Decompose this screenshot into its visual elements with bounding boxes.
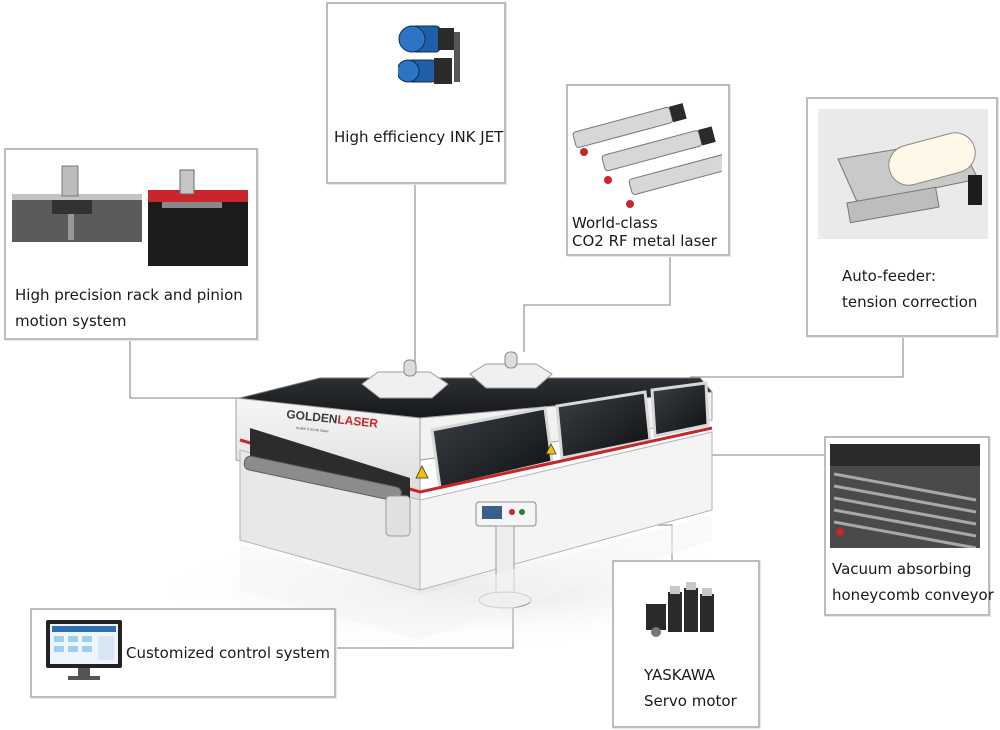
dome-right — [469, 363, 553, 389]
laser-line1: World-class — [572, 214, 658, 232]
callout-control-system: Customized control system — [30, 608, 336, 698]
feed-roller — [243, 455, 402, 502]
brand-accent: LASER — [337, 412, 379, 430]
control-line1: Customized control system — [126, 644, 331, 662]
rack-pinion-line1: High precision rack and pinion — [15, 286, 243, 304]
servo-motors-photo — [646, 582, 714, 637]
duct-right — [504, 351, 518, 369]
connector-rack — [129, 338, 240, 399]
connector-feeder — [690, 333, 904, 378]
servo-line2: Servo motor — [644, 692, 737, 710]
control-screen — [482, 506, 502, 519]
callout-auto-feeder: Auto-feeder: tension correction — [806, 97, 998, 337]
warning-sign-2 — [545, 443, 557, 455]
connector-laser — [523, 255, 671, 352]
brand-tagline: make it more laser — [296, 425, 330, 433]
machine-lower-front — [419, 431, 713, 591]
monitor-icon — [46, 620, 122, 680]
dome-left — [361, 371, 449, 399]
laser-line2: CO2 RF metal laser — [572, 232, 717, 250]
brand-name: GOLDEN — [286, 407, 339, 426]
callout-vacuum: Vacuum absorbing honeycomb conveyor — [824, 436, 994, 616]
callout-laser: World-class CO2 RF metal laser — [566, 84, 730, 256]
auto-feeder-line1: Auto-feeder: — [842, 267, 936, 285]
gantry-window-2 — [555, 390, 652, 460]
auto-feeder-photo — [818, 109, 988, 239]
auto-feeder-line2: tension correction — [842, 293, 978, 311]
callout-rack-pinion: High precision rack and pinion motion sy… — [4, 148, 258, 340]
callout-ink-jet: High efficiency INK JET — [326, 2, 506, 184]
vacuum-conveyor-photo — [830, 444, 980, 548]
servo-line1: YASKAWA — [644, 666, 716, 684]
warning-sign-1 — [415, 465, 429, 479]
rack-pinion-photo — [12, 165, 248, 266]
ink-jet-line1: High efficiency INK JET — [334, 128, 504, 146]
duct-left — [403, 359, 417, 377]
svg-text:GOLDENLASER: GOLDENLASER — [286, 407, 379, 431]
vacuum-line1: Vacuum absorbing — [832, 560, 972, 578]
ink-jet-icon — [398, 25, 460, 84]
laser-tubes-photo — [572, 103, 722, 208]
roller-cap — [385, 495, 411, 537]
callout-servo: YASKAWA Servo motor — [612, 560, 760, 728]
vacuum-line2: honeycomb conveyor — [832, 586, 994, 604]
rack-pinion-line2: motion system — [15, 312, 127, 330]
gantry-window-3 — [650, 381, 710, 438]
